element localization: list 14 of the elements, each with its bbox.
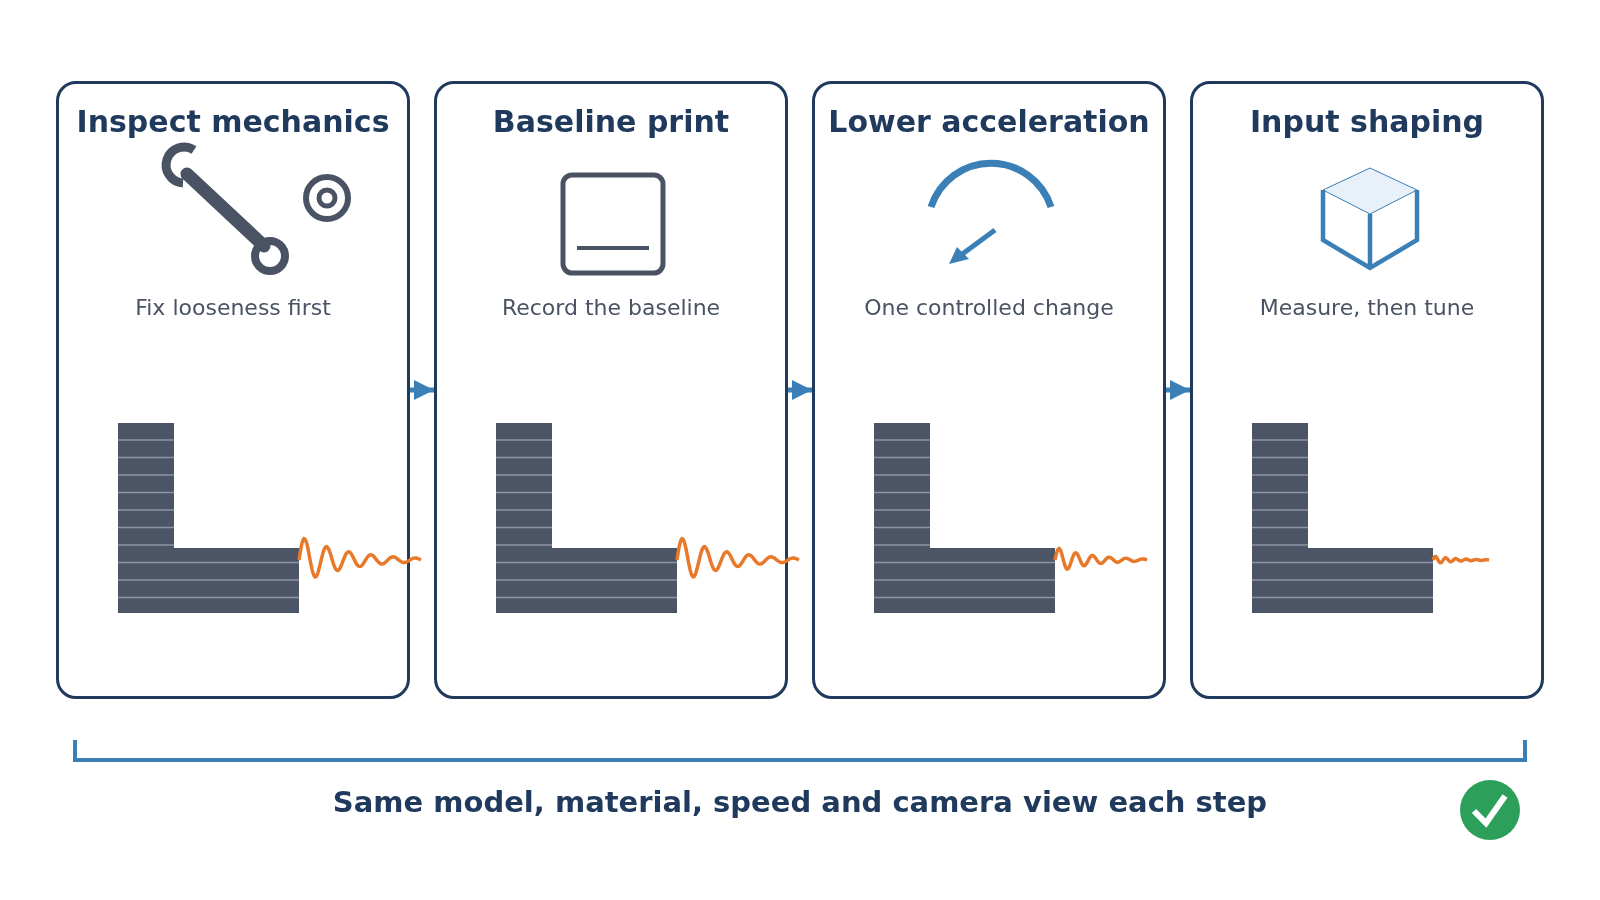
step-note: Measure, then tune [1259,295,1475,320]
step-note: One controlled change [864,295,1114,320]
step-title: Inspect mechanics [76,104,390,139]
arrow [788,380,812,400]
step-note: Fix looseness first [135,295,331,320]
step-title: Lower acceleration [828,104,1150,139]
arrow [410,380,434,400]
footnote: Same model, material, speed and camera view each step [332,785,1268,819]
step-note: Record the baseline [501,295,721,320]
step-title: Input shaping [1249,104,1485,139]
arrow [1166,380,1190,400]
step-card [812,81,1166,699]
step-card [1190,81,1544,699]
step-title: Baseline print [492,104,730,139]
